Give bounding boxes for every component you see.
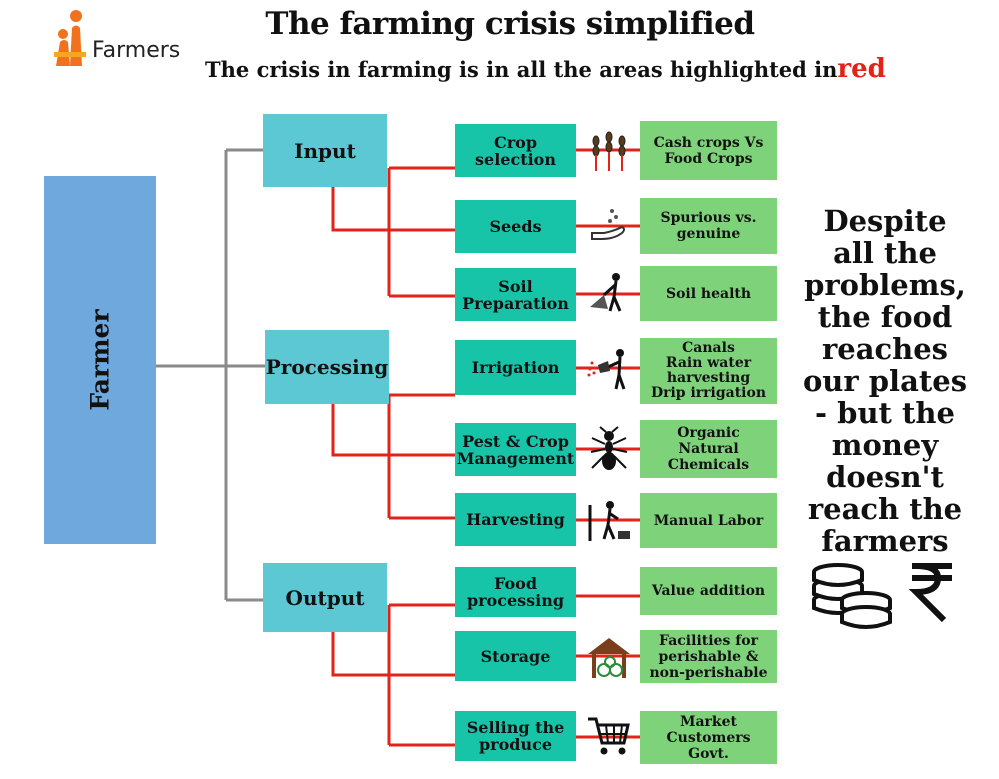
- farmers-logo: [54, 10, 86, 66]
- sub-crop-selection: Crop selection: [455, 124, 576, 177]
- sub-seeds: Seeds: [455, 200, 576, 253]
- farmer-label: Farmer: [85, 309, 115, 411]
- plowing-icon: [590, 273, 622, 312]
- side-message: Despite all the problems, the food reach…: [802, 204, 968, 558]
- wheat-icon: [592, 131, 626, 171]
- logo-text: Farmers: [92, 38, 181, 63]
- coins-icon: [812, 563, 892, 629]
- note-irrigation: Canals Rain water harvesting Drip irriga…: [640, 338, 777, 404]
- note-pest-crop-management: Organic Natural Chemicals: [640, 420, 777, 478]
- seed-hand-icon: [591, 209, 625, 240]
- category-output: Output: [263, 563, 387, 632]
- sub-soil-preparation: Soil Preparation: [455, 268, 576, 321]
- page-subtitle: The crisis in farming is in all the area…: [205, 54, 886, 84]
- note-food-processing: Value addition: [640, 567, 777, 615]
- rupee-icon: [908, 563, 952, 623]
- sub-irrigation: Irrigation: [455, 340, 576, 395]
- farmer-box: Farmer: [44, 176, 156, 544]
- category-processing: Processing: [265, 330, 389, 404]
- note-seeds: Spurious vs. genuine: [640, 198, 777, 254]
- sub-selling-produce: Selling the produce: [455, 711, 576, 761]
- subtitle-highlight: red: [837, 54, 886, 84]
- sub-food-processing: Food processing: [455, 567, 576, 617]
- sub-harvesting: Harvesting: [455, 493, 576, 546]
- note-selling-produce: Market Customers Govt.: [640, 711, 777, 764]
- note-crop-selection: Cash crops Vs Food Crops: [640, 121, 777, 180]
- harvesting-icon: [588, 501, 630, 541]
- sub-pest-crop-management: Pest & Crop Management: [455, 423, 576, 476]
- shopping-cart-icon: [588, 717, 630, 755]
- sub-storage: Storage: [455, 631, 576, 681]
- note-harvesting: Manual Labor: [640, 493, 777, 548]
- note-storage: Facilities for perishable & non-perishab…: [640, 630, 777, 683]
- category-input: Input: [263, 114, 387, 187]
- note-soil-preparation: Soil health: [640, 266, 777, 321]
- page-title: The farming crisis simplified: [265, 6, 755, 42]
- watering-icon: [587, 349, 626, 390]
- ant-icon: [590, 426, 628, 470]
- storehouse-icon: [588, 638, 630, 678]
